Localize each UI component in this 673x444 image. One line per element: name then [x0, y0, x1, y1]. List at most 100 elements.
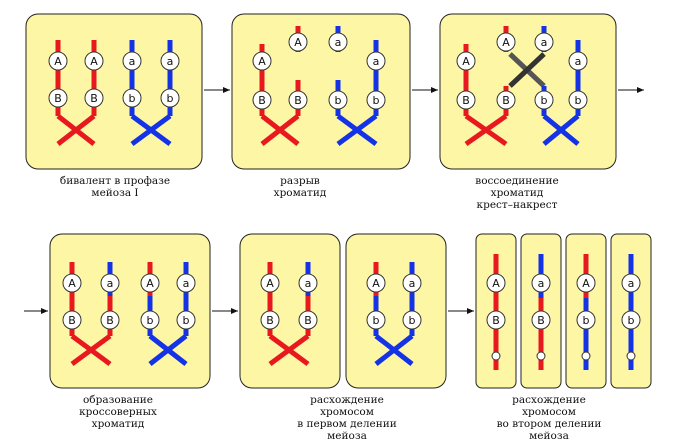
allele-label: B	[462, 94, 470, 107]
allele-label: b	[575, 94, 582, 107]
allele-label: B	[68, 314, 76, 327]
allele-circle	[366, 310, 386, 330]
allele-label: B	[294, 94, 302, 107]
chromatid-segment	[508, 52, 546, 88]
allele-label: a	[538, 277, 545, 290]
allele-circle	[176, 273, 196, 293]
allele-circle	[260, 273, 280, 293]
allele-circle	[84, 88, 104, 108]
allele-label: B	[90, 92, 98, 105]
allele-circle	[62, 310, 82, 330]
allele-circle	[568, 90, 588, 110]
allele-circle	[252, 51, 272, 71]
chromatid-segment	[70, 333, 112, 367]
allele-circle	[486, 273, 506, 293]
allele-label: A	[68, 277, 76, 290]
chromatid-segment	[148, 334, 188, 366]
allele-label: B	[266, 314, 274, 327]
allele-circle	[402, 310, 422, 330]
panel-meiosis1-right	[345, 233, 447, 389]
caption-cross-rejoin: воссоединение хроматид крест–накрест	[475, 175, 559, 211]
allele-circle	[160, 88, 180, 108]
allele-label: b	[129, 92, 136, 105]
allele-circle	[534, 32, 554, 52]
allele-circle	[576, 310, 596, 330]
allele-label: B	[537, 314, 545, 327]
allele-circle	[621, 273, 641, 293]
allele-label: a	[628, 277, 635, 290]
allele-label: b	[373, 314, 380, 327]
allele-circle	[100, 310, 120, 330]
allele-circle	[298, 310, 318, 330]
allele-circle	[456, 90, 476, 110]
chromatid-segment	[268, 333, 310, 367]
allele-label: B	[106, 314, 114, 327]
allele-circle	[568, 51, 588, 71]
allele-label: B	[54, 92, 62, 105]
allele-circle	[252, 90, 272, 110]
allele-label: b	[583, 314, 590, 327]
allele-circle	[456, 51, 476, 71]
chromatid-segment	[542, 114, 580, 146]
allele-label: A	[294, 36, 302, 49]
centromere	[491, 351, 501, 361]
allele-circle	[62, 273, 82, 293]
allele-label: a	[107, 277, 114, 290]
caption-bivalent: бивалент в профазе мейоза I	[59, 175, 171, 199]
centromere	[626, 351, 636, 361]
allele-label: B	[258, 94, 266, 107]
caption-meiosis-2-division: расхождение хромосом во втором делении м…	[496, 394, 602, 442]
allele-label: b	[147, 314, 154, 327]
allele-circle	[260, 310, 280, 330]
allele-label: A	[258, 55, 266, 68]
allele-label: A	[372, 277, 380, 290]
allele-label: A	[54, 55, 62, 68]
allele-circle	[288, 90, 308, 110]
allele-circle	[496, 32, 516, 52]
allele-label: b	[628, 314, 635, 327]
allele-circle	[48, 51, 68, 71]
allele-circle	[288, 32, 308, 52]
caption-meiosis-1-division: расхождение хромосом в первом делении ме…	[297, 394, 397, 442]
allele-label: A	[90, 55, 98, 68]
allele-label: b	[183, 314, 190, 327]
allele-circle	[531, 273, 551, 293]
chromatid-segment	[464, 113, 508, 147]
panel-bivalent	[25, 13, 203, 170]
allele-circle	[496, 90, 516, 110]
allele-circle	[84, 51, 104, 71]
allele-label: a	[409, 277, 416, 290]
chromatid-segment	[260, 114, 300, 146]
allele-circle	[402, 273, 422, 293]
allele-label: b	[167, 92, 174, 105]
allele-circle	[531, 310, 551, 330]
allele-circle	[366, 273, 386, 293]
allele-label: a	[305, 277, 312, 290]
allele-label: A	[502, 36, 510, 49]
allele-circle	[328, 90, 348, 110]
allele-circle	[140, 273, 160, 293]
allele-label: B	[304, 314, 312, 327]
allele-label: b	[541, 94, 548, 107]
allele-label: A	[146, 277, 154, 290]
allele-label: B	[502, 94, 510, 107]
allele-label: a	[129, 55, 136, 68]
caption-chromatid-break: разрыв хроматид	[273, 175, 327, 199]
allele-label: A	[492, 277, 500, 290]
chromatid-segment	[130, 113, 172, 147]
allele-circle	[100, 273, 120, 293]
allele-label: a	[575, 55, 582, 68]
allele-label: A	[462, 55, 470, 68]
allele-label: a	[541, 36, 548, 49]
allele-circle	[160, 51, 180, 71]
allele-circle	[298, 273, 318, 293]
allele-circle	[122, 88, 142, 108]
allele-label: a	[335, 36, 342, 49]
allele-label: b	[335, 94, 342, 107]
allele-circle	[48, 88, 68, 108]
allele-label: b	[409, 314, 416, 327]
allele-circle	[328, 32, 348, 52]
allele-circle	[122, 51, 142, 71]
allele-label: a	[183, 277, 190, 290]
